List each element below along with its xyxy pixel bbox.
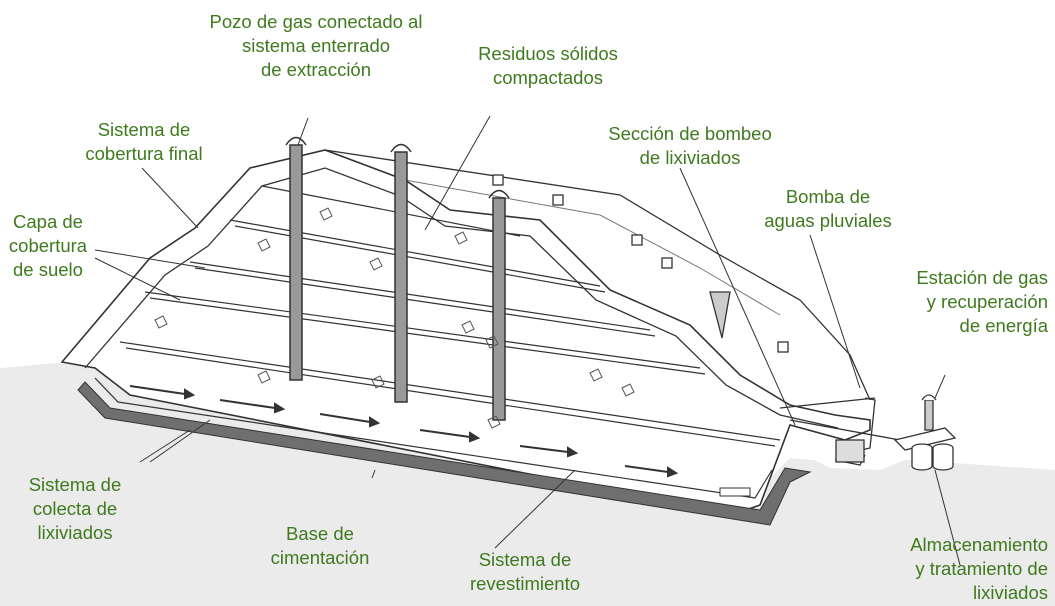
label-pump-section: Sección de bombeo de lixiviados (608, 123, 772, 168)
label-compacted-waste: Residuos sólidos compactados (478, 43, 618, 88)
leader-lines (94, 115, 961, 566)
gas-wells (285, 136, 510, 421)
label-foundation: Base de cimentación (270, 523, 370, 568)
liner-band (77, 381, 812, 526)
cover-band-inner (84, 167, 839, 429)
label-liner-system: Sistema de revestimiento (469, 549, 580, 594)
storage-tank-icons (911, 443, 954, 471)
label-storm-pump: Bomba de aguas pluviales (764, 186, 892, 231)
label-soil-cover: Capa de cobertura de suelo (8, 211, 88, 280)
label-storage-treatment: Almacenamiento y tratamiento de lixiviad… (910, 534, 1048, 603)
gas-station-icon (893, 394, 957, 451)
soil-cover-layers (119, 185, 781, 447)
label-leachate-collection: Sistema de colecta de lixiviados (28, 474, 122, 543)
leachate-channel-top (94, 377, 773, 499)
collection-end (719, 487, 751, 497)
top-surface (324, 149, 871, 401)
leachate-pump-icons (492, 174, 789, 353)
leachate-flow-arrows (129, 385, 679, 478)
label-gas-well: Pozo de gas conectado al sistema enterra… (209, 11, 423, 80)
waste-symbol-icons (154, 207, 635, 429)
label-gas-station: Estación de gas y recuperación de energí… (916, 267, 1048, 336)
label-final-cover: Sistema de cobertura final (85, 119, 203, 164)
